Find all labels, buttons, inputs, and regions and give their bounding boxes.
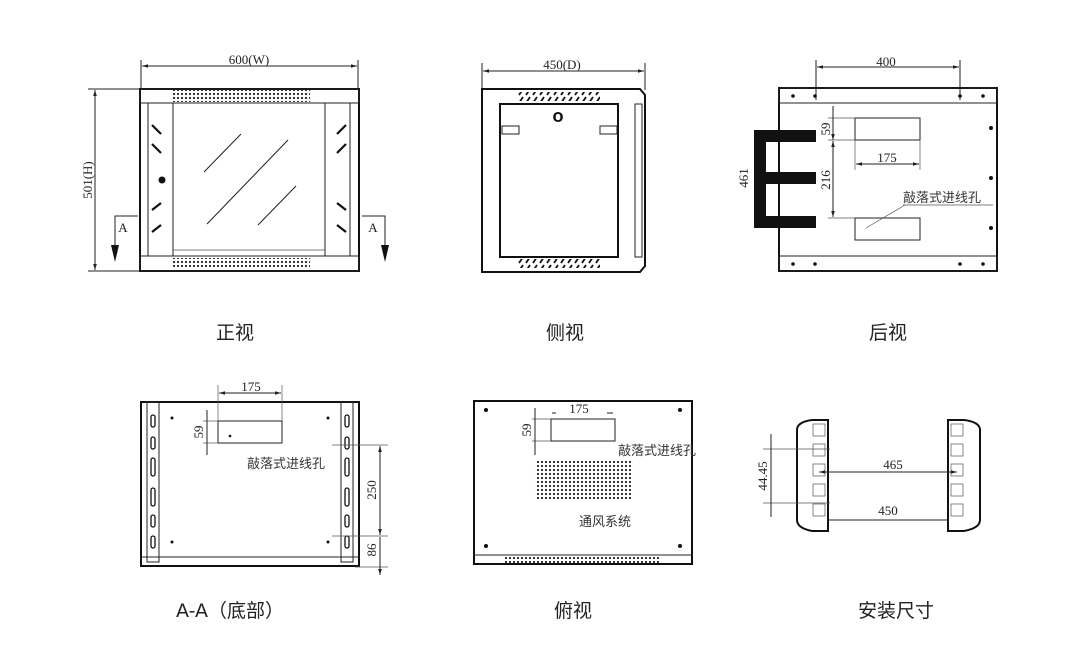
svg-text:O: O [552, 111, 563, 126]
side-panel [499, 103, 619, 258]
knockout-hole [854, 217, 921, 241]
bottom-panel [139, 255, 360, 272]
ventilation-grid [535, 459, 633, 501]
lock-icon [158, 176, 166, 184]
dim-250: 250 [364, 480, 379, 500]
top-vent [172, 90, 310, 102]
dim-465: 465 [883, 457, 903, 472]
section-arrow-icon [111, 245, 119, 262]
caption-bottom-view: A-A（底部） [175, 600, 285, 622]
door-edge [634, 103, 643, 258]
top-outline [473, 400, 693, 565]
top-view: 175 59 敲落式进线孔 通风系统 [473, 400, 696, 565]
height-label: 501(H) [80, 161, 95, 199]
glass-door-reflection [203, 133, 242, 173]
side-vent-top [518, 92, 600, 101]
rear-view: 400 461 59 216 175 敲落式进线孔 [736, 54, 998, 272]
dim-86: 86 [364, 543, 379, 557]
left-rail [796, 419, 829, 532]
wall-bracket [754, 130, 816, 228]
bottom-view: 175 59 敲落式进线孔 250 86 [140, 379, 388, 575]
dim-400: 400 [876, 54, 896, 69]
side-view: 450(D) O [481, 57, 646, 273]
dim-175: 175 [877, 150, 897, 165]
bottom-outline [140, 401, 360, 567]
front-vent [505, 557, 660, 563]
section-label-right: A [368, 220, 378, 235]
top-panel [139, 88, 360, 104]
dim-450: 450 [878, 503, 898, 518]
hinge-icon [501, 125, 520, 135]
right-rail [947, 419, 981, 532]
dim-175: 175 [241, 379, 261, 394]
section-marker-line [114, 215, 138, 252]
knockout-note: 敲落式进线孔 [618, 443, 696, 459]
ventilation-label: 通风系统 [579, 515, 631, 530]
section-arrow-icon [381, 245, 389, 262]
knockout-note: 敲落式进线孔 [903, 190, 981, 206]
bottom-vent [172, 258, 310, 269]
knockout-hole [854, 117, 921, 141]
mounting-view: 44.45 465 450 [755, 419, 981, 532]
caption-top-view: 俯视 [553, 600, 593, 622]
caption-mounting: 安装尺寸 [857, 600, 935, 622]
width-label: 600(W) [229, 52, 269, 67]
dim-59: 59 [818, 123, 833, 136]
knockout-hole [217, 420, 283, 444]
front-view: 600(W) 501(H) A A [80, 52, 389, 272]
dim-59: 59 [519, 424, 534, 437]
caption-rear-view: 后视 [868, 322, 908, 344]
side-vent-bottom [518, 259, 600, 268]
knockout-note: 敲落式进线孔 [247, 456, 325, 472]
dim-175: 175 [569, 401, 589, 416]
caption-side-view: 侧视 [545, 322, 585, 344]
dim-59: 59 [191, 426, 206, 439]
dim-461: 461 [736, 168, 751, 188]
dim-pitch: 44.45 [755, 461, 770, 490]
side-vent-slots [151, 124, 347, 233]
section-label-left: A [118, 220, 128, 235]
side-outline [481, 88, 646, 273]
caption-front-view: 正视 [215, 322, 255, 344]
dim-216: 216 [818, 170, 833, 190]
hinge-icon [599, 125, 618, 135]
knockout-hole [550, 418, 616, 442]
depth-label: 450(D) [543, 57, 581, 72]
